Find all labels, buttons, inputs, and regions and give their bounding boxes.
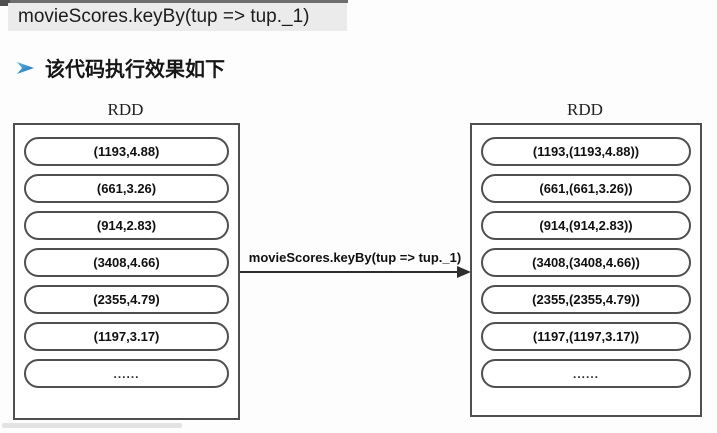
- top-corner-artifact: [0, 0, 10, 6]
- transform-arrowhead-icon: [457, 266, 471, 278]
- rdd-element: (2355,4.79): [24, 285, 229, 314]
- left-rdd-title: RDD: [107, 100, 144, 119]
- rdd-element: (3408,4.66): [24, 248, 229, 277]
- top-edge-artifact: [10, 0, 348, 3]
- rdd-element: (661,(661,3.26)): [481, 174, 691, 203]
- rdd-element: (1197,3.17): [24, 322, 229, 351]
- arrow-bullet-icon: [16, 59, 36, 77]
- right-rdd-box: (1193,(1193,4.88)) (661,(661,3.26)) (914…: [470, 123, 702, 417]
- transform-arrow: [240, 271, 459, 273]
- rdd-element: (1193,4.88): [24, 137, 229, 166]
- right-rdd-title: RDD: [567, 100, 603, 119]
- rdd-element-ellipsis: ......: [24, 359, 229, 388]
- code-snippet-text: movieScores.keyBy(tup => tup._1): [18, 6, 310, 27]
- rdd-element: (1197,(1197,3.17)): [481, 322, 691, 351]
- left-rdd-box: (1193,4.88) (661,3.26) (914,2.83) (3408,…: [13, 123, 240, 420]
- rdd-element: (3408,(3408,4.66)): [481, 248, 691, 277]
- bullet-heading-text: 该代码执行效果如下: [45, 59, 225, 81]
- rdd-element: (914,(914,2.83)): [481, 211, 691, 240]
- rdd-element: (661,3.26): [24, 174, 229, 203]
- rdd-element: (1193,(1193,4.88)): [481, 137, 691, 166]
- left-box-shadow: [2, 423, 182, 428]
- transform-arrow-label: movieScores.keyBy(tup => tup._1): [248, 250, 462, 265]
- rdd-element: (2355,(2355,4.79)): [481, 285, 691, 314]
- rdd-element: (914,2.83): [24, 211, 229, 240]
- code-snippet: movieScores.keyBy(tup => tup._1): [8, 3, 347, 31]
- rdd-element-ellipsis: ......: [481, 359, 691, 388]
- bullet-heading: 该代码执行效果如下: [16, 53, 225, 82]
